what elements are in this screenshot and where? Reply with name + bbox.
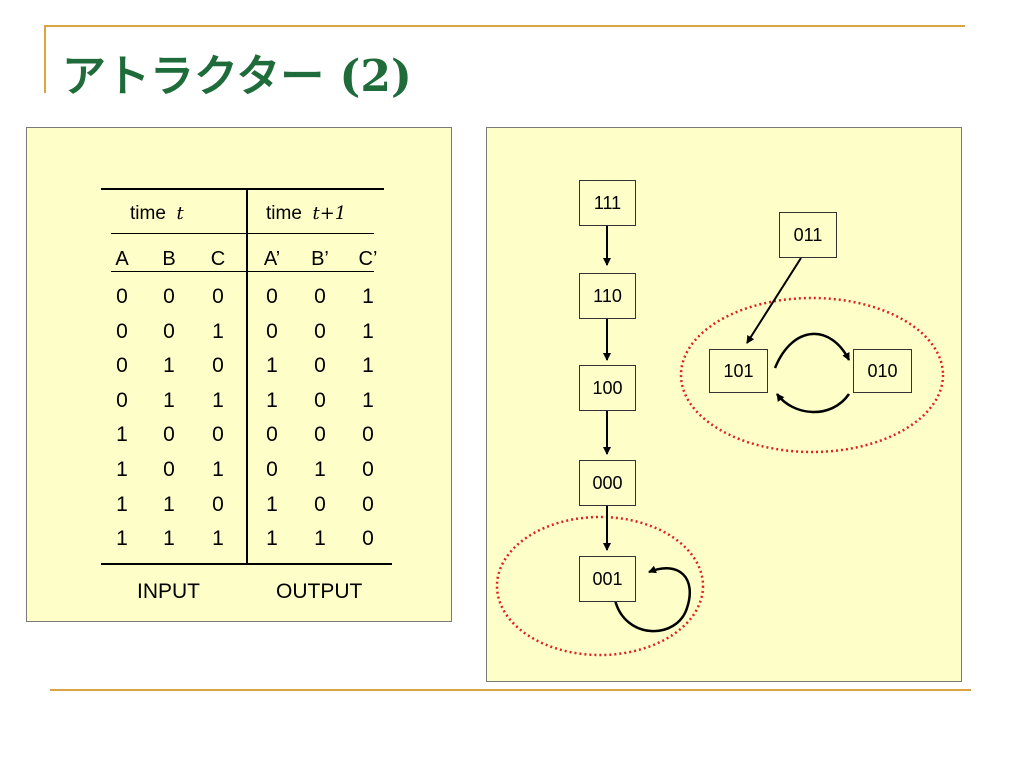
table-cell: 0 [266, 285, 278, 308]
table-header-rule [111, 233, 374, 234]
col-b-prime: B’ [311, 248, 329, 270]
table-cell: 1 [212, 458, 224, 481]
col-c: C [210, 248, 226, 270]
attractor-ring-cycle [679, 296, 945, 454]
table-cell: 1 [314, 458, 326, 481]
table-cell: 0 [163, 423, 175, 447]
attractor-ring-fixed [495, 515, 705, 657]
table-cell: 1 [116, 423, 128, 447]
header-left-word: time [130, 203, 166, 224]
table-cell: 0 [314, 492, 326, 516]
table-cell: 1 [362, 319, 374, 343]
left-rule [44, 25, 46, 93]
header-time-t: time t [130, 203, 184, 225]
table-cell: 1 [212, 527, 224, 551]
state-diagram-svg [495, 226, 945, 657]
table-cell: 0 [266, 458, 278, 481]
table-cell: 0 [314, 388, 326, 412]
table-cell: 1 [116, 527, 128, 551]
arrow-011-101 [746, 257, 802, 344]
table-cell: 1 [163, 354, 175, 378]
footer-output: OUTPUT [276, 580, 363, 603]
state-node-100: 100 [579, 365, 636, 411]
table-cell: 0 [314, 319, 326, 343]
table-cell: 0 [314, 354, 326, 378]
table-cell: 0 [163, 285, 175, 308]
top-rule [44, 25, 965, 27]
table-cell: 1 [266, 388, 278, 412]
header-right-word: time [266, 203, 302, 224]
table-cell: 1 [266, 527, 278, 551]
state-node-011: 011 [779, 212, 837, 258]
header-time-t1: time t+1 [266, 203, 346, 225]
table-cell: 0 [266, 423, 278, 447]
col-a: A [115, 248, 129, 270]
table-cell: 0 [362, 423, 374, 447]
state-node-001: 001 [579, 556, 636, 602]
state-node-110: 110 [579, 273, 636, 319]
table-cell: 1 [163, 527, 175, 551]
table-cell: 0 [212, 423, 224, 447]
truth-table-panel: time t time t+1 A B C A’ B’ C’ 0 0 0 0 0 1 0 0 1… [26, 127, 452, 622]
table-column-rule [111, 271, 374, 272]
table-cell: 0 [362, 527, 374, 551]
table-cell: 0 [314, 285, 326, 308]
table-cell: 1 [163, 492, 175, 516]
table-cell: 0 [212, 492, 224, 516]
table-cell: 0 [212, 285, 224, 308]
table-cell: 0 [116, 388, 128, 412]
arrow-010-101 [775, 393, 851, 414]
table-cell: 1 [266, 492, 278, 516]
table-cell: 0 [212, 354, 224, 378]
header-left-var: t [176, 203, 184, 224]
table-bottom-rule [101, 563, 392, 565]
table-cell: 0 [163, 458, 175, 481]
table-divider [246, 188, 248, 563]
table-cell: 1 [212, 388, 224, 412]
bottom-rule [50, 689, 971, 691]
table-cell: 0 [362, 458, 374, 481]
table-cell: 1 [362, 285, 374, 308]
col-b: B [162, 248, 176, 270]
table-cell: 0 [163, 319, 175, 343]
state-node-111: 111 [579, 180, 636, 226]
table-cell: 1 [116, 458, 128, 481]
table-cell: 1 [266, 354, 278, 378]
table-cell: 1 [362, 388, 374, 412]
state-diagram-panel: 111 110 100 000 001 011 101 010 [486, 127, 962, 682]
col-a-prime: A’ [263, 248, 281, 270]
footer-input: INPUT [137, 580, 200, 603]
table-cell: 0 [314, 423, 326, 447]
table-cell: 0 [116, 319, 128, 343]
table-top-rule [101, 188, 384, 190]
table-cell: 1 [212, 319, 224, 343]
table-cell: 0 [362, 492, 374, 516]
table-cell: 1 [116, 492, 128, 516]
table-cell: 1 [362, 354, 374, 378]
state-node-000: 000 [579, 460, 636, 506]
table-cell: 0 [116, 285, 128, 308]
col-c-prime: C’ [358, 248, 378, 270]
page-title: アトラクター (2) [62, 51, 412, 102]
table-cell: 0 [266, 319, 278, 343]
state-node-101: 101 [709, 349, 768, 393]
arrow-101-010 [773, 332, 851, 369]
header-right-var: t+1 [312, 203, 347, 224]
table-cell: 1 [314, 527, 326, 551]
table-cell: 0 [116, 354, 128, 378]
table-cell: 1 [163, 388, 175, 412]
state-node-010: 010 [853, 349, 912, 393]
arrow-001-self [613, 565, 692, 633]
